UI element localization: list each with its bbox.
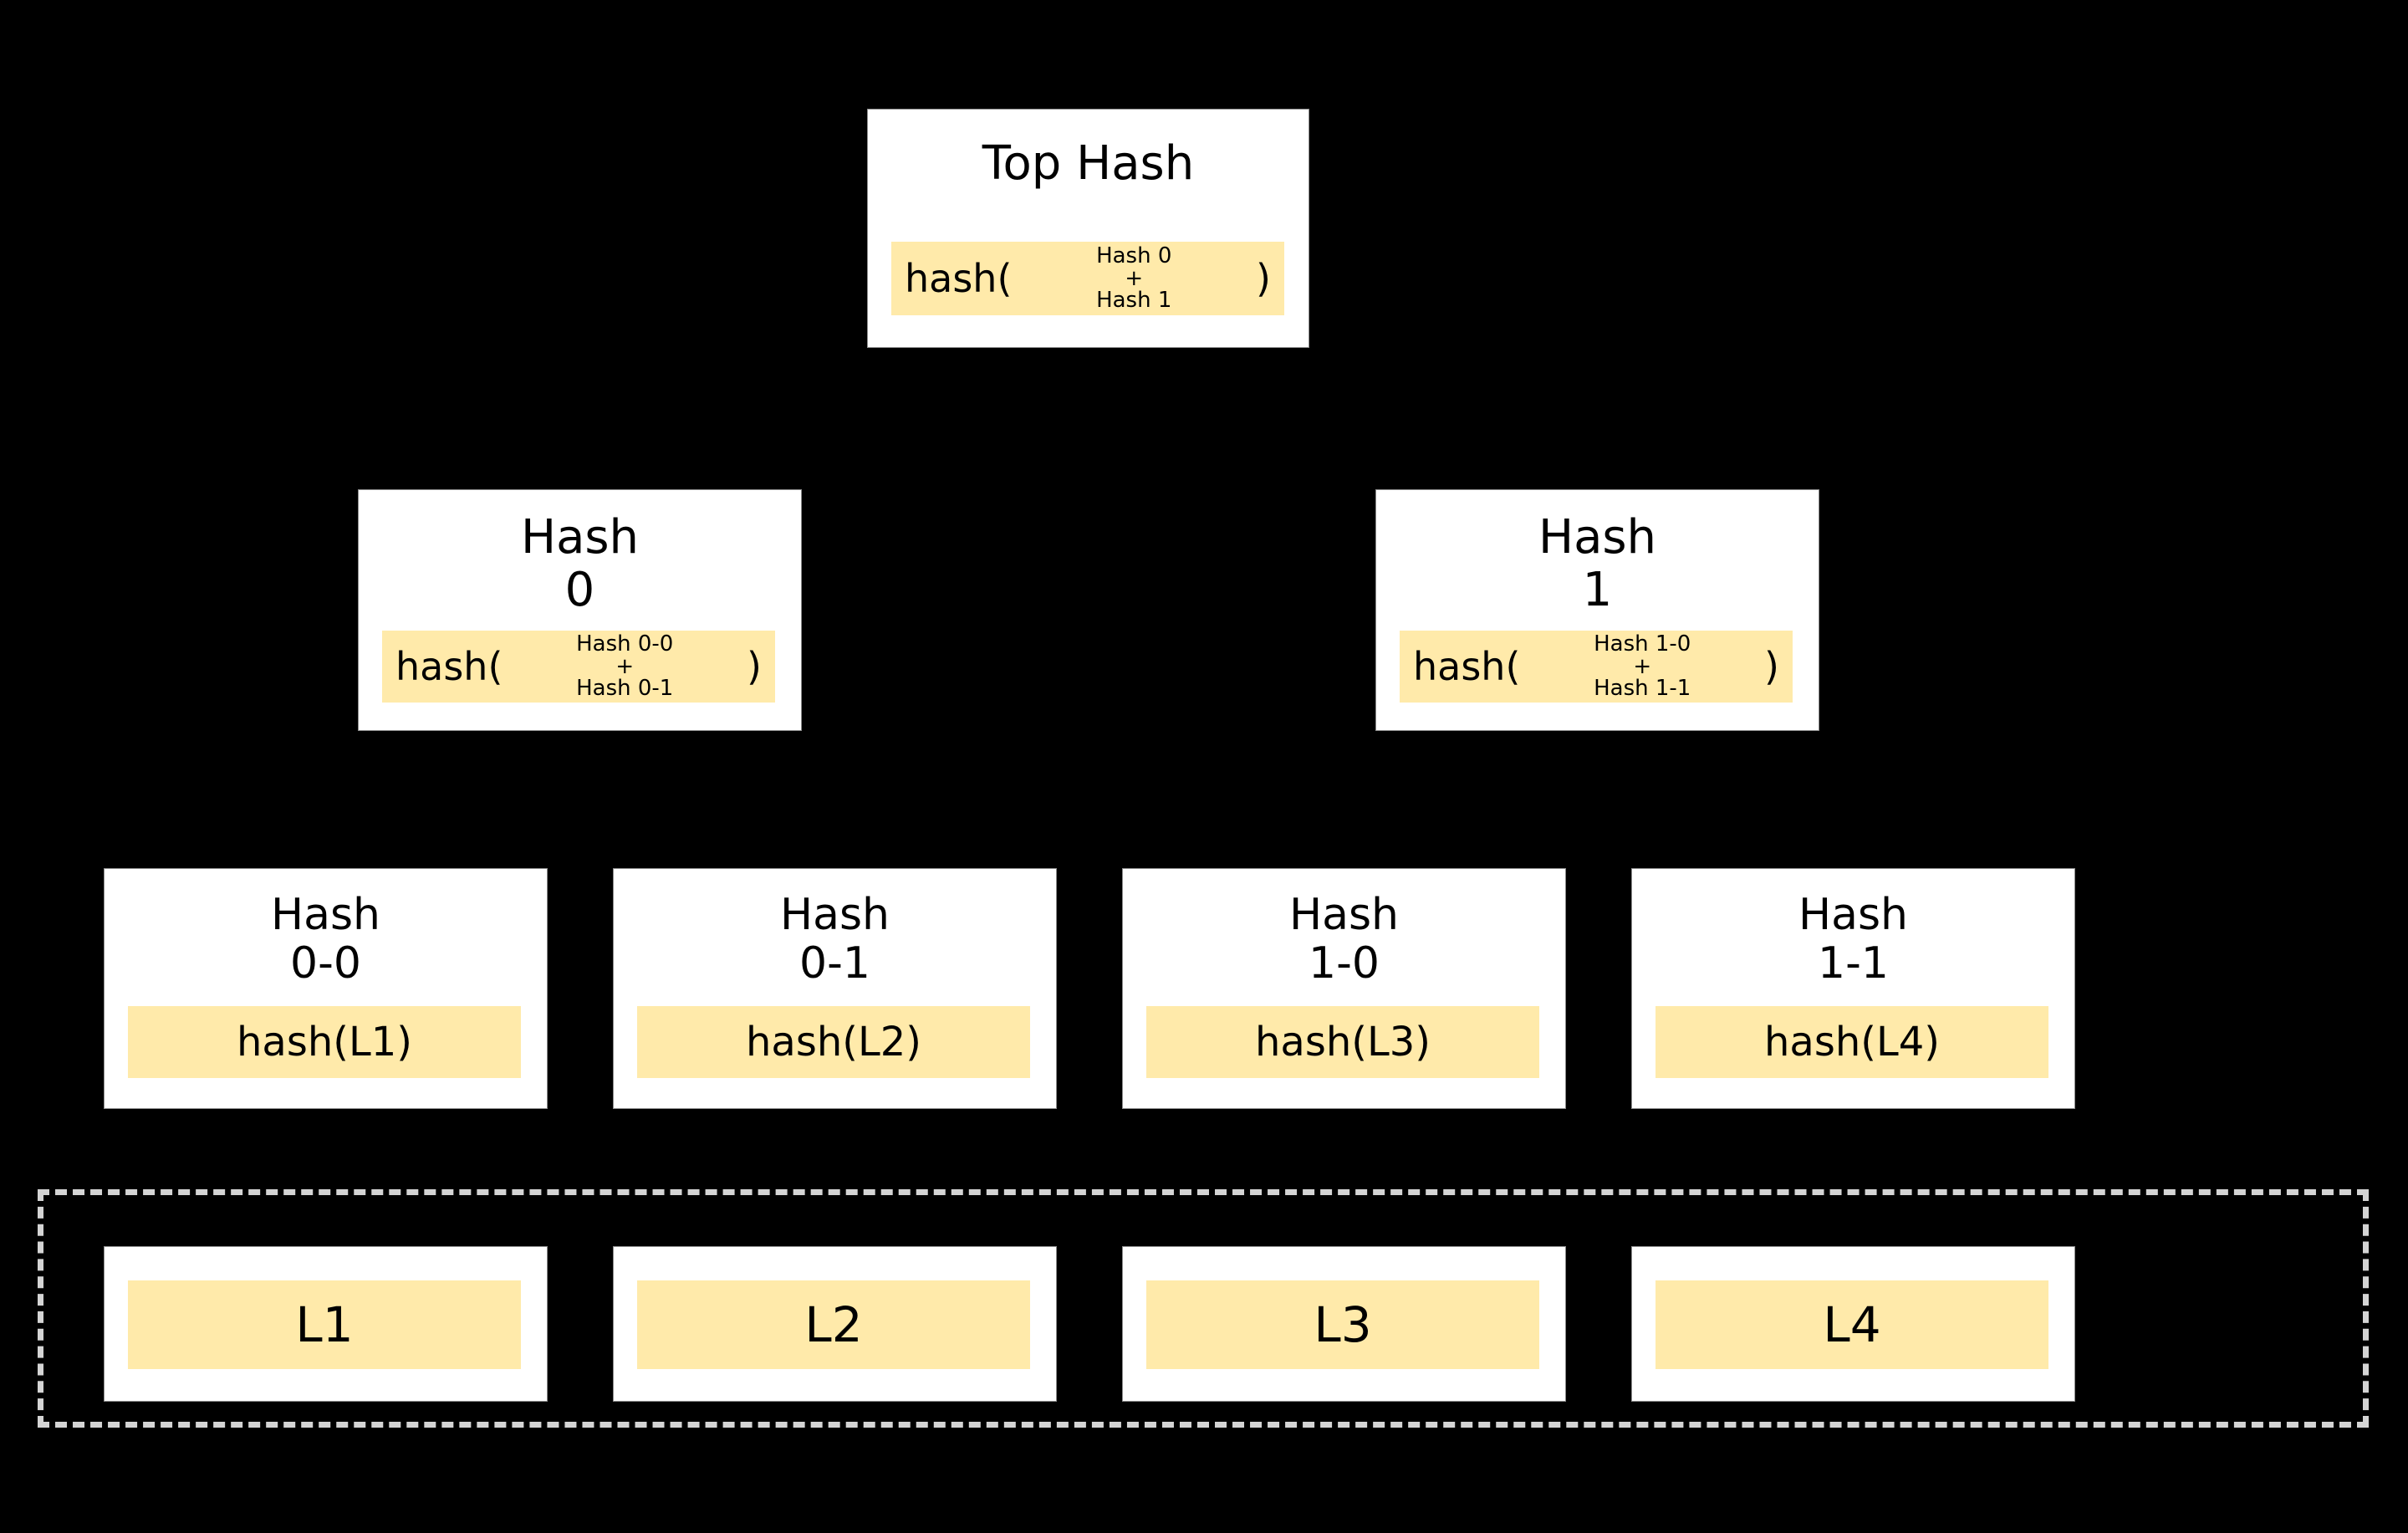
data-block-l3-label: L3 (1146, 1280, 1539, 1369)
top-hash-operator: + (1125, 265, 1144, 291)
hash-1-0-formula-chip: hash(L3) (1146, 1006, 1539, 1078)
hash-1-1-title: Hash 1-1 (1798, 890, 1908, 989)
node-data-block-l4[interactable]: L4 (1631, 1246, 2075, 1402)
top-hash-arg1: Hash 0 (1096, 243, 1172, 269)
hash-0-hash-keyword: hash( (395, 643, 503, 689)
hash-1-arg2: Hash 1-1 (1594, 676, 1691, 702)
hash-0-formula-chip: hash( Hash 0-0 + Hash 0-1 ) (382, 631, 775, 703)
hash-0-1-title: Hash 0-1 (779, 890, 890, 989)
hash-0-0-title: Hash 0-0 (270, 890, 380, 989)
hash-1-title: Hash 1 (1538, 510, 1657, 617)
node-hash-0-0[interactable]: Hash 0-0 hash(L1) (104, 868, 548, 1109)
hash-0-title: Hash 0 (520, 510, 640, 617)
hash-0-arguments: Hash 0-0 + Hash 0-1 (576, 633, 673, 700)
hash-1-1-formula-chip: hash(L4) (1656, 1006, 2048, 1078)
node-hash-1-1[interactable]: Hash 1-1 hash(L4) (1631, 868, 2075, 1109)
hash-1-close-paren: ) (1764, 643, 1779, 689)
hash-0-arg1: Hash 0-0 (576, 631, 674, 657)
node-hash-0-1[interactable]: Hash 0-1 hash(L2) (613, 868, 1057, 1109)
hash-1-hash-keyword: hash( (1413, 643, 1521, 689)
hash-0-close-paren: ) (747, 643, 762, 689)
top-hash-formula-chip: hash( Hash 0 + Hash 1 ) (891, 242, 1284, 315)
node-data-block-l1[interactable]: L1 (104, 1246, 548, 1402)
hash-0-arg2: Hash 0-1 (576, 676, 674, 702)
node-hash-1[interactable]: Hash 1 hash( Hash 1-0 + Hash 1-1 ) (1375, 489, 1819, 731)
node-hash-1-0[interactable]: Hash 1-0 hash(L3) (1122, 868, 1566, 1109)
data-blocks-group (38, 1189, 2369, 1428)
node-data-block-l3[interactable]: L3 (1122, 1246, 1566, 1402)
top-hash-hash-keyword: hash( (905, 255, 1013, 301)
top-hash-title: Top Hash (982, 136, 1195, 191)
hash-1-operator: + (1633, 653, 1652, 679)
top-hash-arguments: Hash 0 + Hash 1 (1096, 245, 1171, 312)
hash-0-0-formula-chip: hash(L1) (128, 1006, 521, 1078)
hash-1-0-title: Hash 1-0 (1288, 890, 1399, 989)
hash-0-operator: + (615, 653, 635, 679)
hash-0-1-formula-chip: hash(L2) (637, 1006, 1030, 1078)
hash-1-arguments: Hash 1-0 + Hash 1-1 (1594, 633, 1691, 700)
node-data-block-l2[interactable]: L2 (613, 1246, 1057, 1402)
node-hash-0[interactable]: Hash 0 hash( Hash 0-0 + Hash 0-1 ) (358, 489, 802, 731)
top-hash-arg2: Hash 1 (1096, 288, 1172, 314)
hash-1-formula-chip: hash( Hash 1-0 + Hash 1-1 ) (1400, 631, 1793, 703)
node-top-hash[interactable]: Top Hash hash( Hash 0 + Hash 1 ) (867, 109, 1309, 348)
data-block-l1-label: L1 (128, 1280, 521, 1369)
data-block-l2-label: L2 (637, 1280, 1030, 1369)
data-block-l4-label: L4 (1656, 1280, 2048, 1369)
hash-1-arg1: Hash 1-0 (1594, 631, 1691, 657)
top-hash-close-paren: ) (1256, 255, 1271, 301)
